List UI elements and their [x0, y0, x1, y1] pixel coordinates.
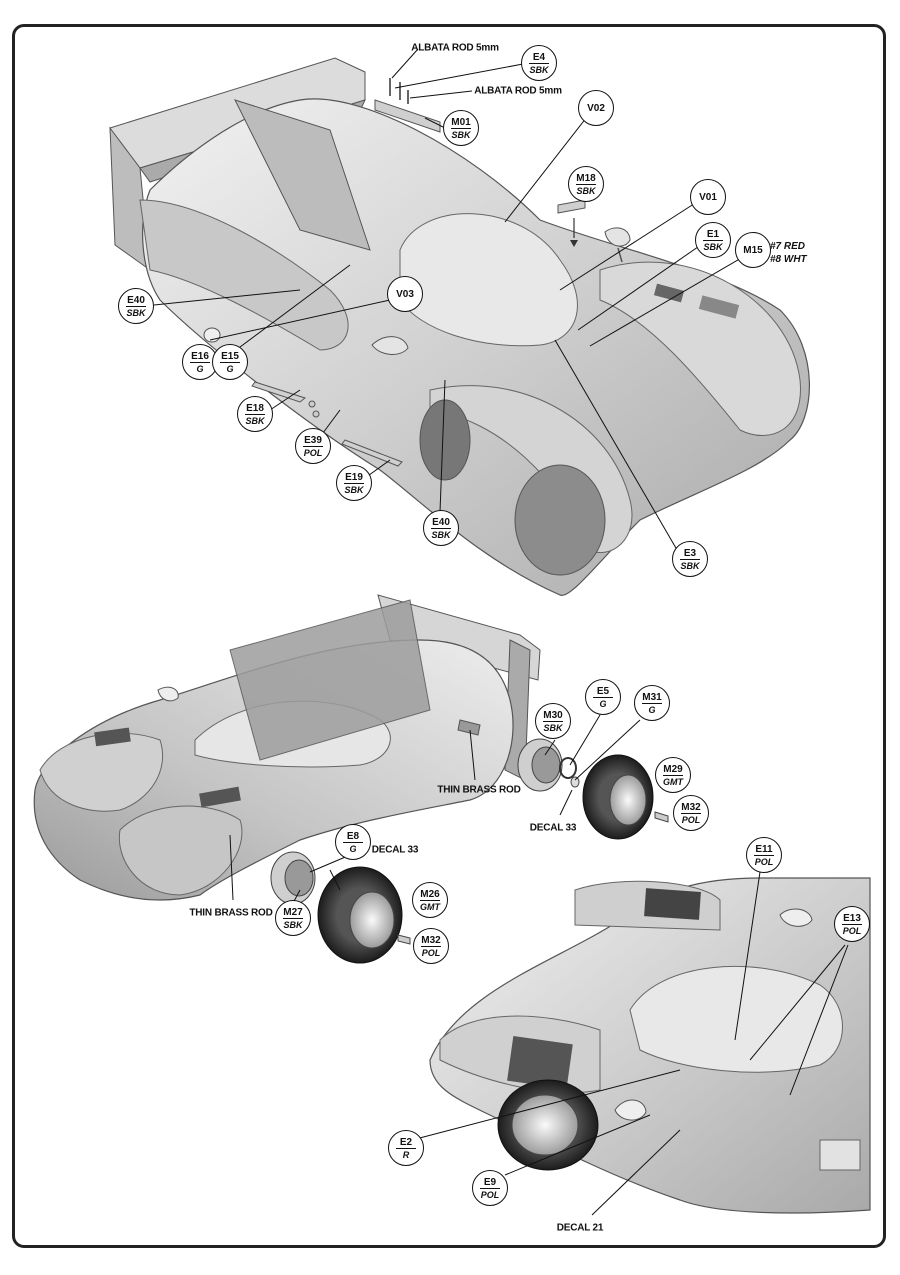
- leader-lines-middle: [229, 714, 641, 906]
- part-code: M32: [421, 934, 441, 946]
- part-code: E40: [127, 294, 145, 306]
- material-code: SBK: [431, 527, 451, 540]
- part-code: M29: [663, 763, 683, 775]
- part-code: M32: [681, 801, 701, 813]
- material-code: G: [642, 702, 662, 715]
- thin-brass-rod-label-1: THIN BRASS ROD: [437, 784, 521, 796]
- part-code: V02: [587, 102, 605, 114]
- detail-close-up: [429, 877, 871, 1214]
- decal-33-label-a: DECAL 33: [529, 822, 577, 834]
- part-code: M27: [283, 906, 303, 918]
- material-code: GMT: [420, 899, 440, 912]
- part-code: E11: [755, 843, 773, 855]
- decal-21-label: DECAL 21: [556, 1222, 604, 1234]
- chassis-side-view: [33, 594, 541, 901]
- material-code: G: [220, 361, 240, 374]
- part-code: E16: [191, 350, 209, 362]
- part-code: M15: [743, 244, 763, 256]
- material-code: SBK: [344, 482, 364, 495]
- material-code: R: [396, 1147, 416, 1160]
- part-callout-v03: V03: [387, 276, 423, 312]
- part-code: E4: [532, 51, 546, 63]
- part-code: E9: [483, 1176, 497, 1188]
- part-code: E39: [304, 434, 322, 446]
- material-code: SBK: [126, 305, 146, 318]
- part-code: E18: [246, 402, 264, 414]
- material-code: SBK: [245, 413, 265, 426]
- part-callout-m15: M15: [735, 232, 771, 268]
- m15-note-white: #8 WHT: [770, 254, 807, 265]
- part-code: E5: [596, 685, 610, 697]
- part-code: E2: [399, 1136, 413, 1148]
- part-code: M01: [451, 116, 471, 128]
- material-code: SBK: [543, 720, 563, 733]
- leader-lines-top: [153, 48, 756, 556]
- upper-body-top-view: [109, 57, 810, 596]
- material-code: SBK: [283, 917, 303, 930]
- part-code: E8: [346, 830, 360, 842]
- albata-rod-label-2: ALBATA ROD 5mm: [474, 85, 562, 97]
- part-code: M18: [576, 172, 596, 184]
- material-code: SBK: [576, 183, 596, 196]
- material-code: POL: [480, 1187, 500, 1200]
- material-code: SBK: [680, 558, 700, 571]
- part-code: E13: [843, 912, 861, 924]
- material-code: G: [190, 361, 210, 374]
- part-callout-v01: V01: [690, 179, 726, 215]
- thin-brass-rod-label-2: THIN BRASS ROD: [189, 907, 273, 919]
- part-code: E15: [221, 350, 239, 362]
- material-code: GMT: [663, 774, 683, 787]
- material-code: G: [343, 841, 363, 854]
- material-code: SBK: [529, 62, 549, 75]
- material-code: POL: [681, 812, 701, 825]
- part-code: V01: [699, 191, 717, 203]
- m15-note-red: #7 RED: [770, 241, 806, 252]
- part-callout-v02: V02: [578, 90, 614, 126]
- part-code: E40: [432, 516, 450, 528]
- material-code: SBK: [703, 239, 723, 252]
- material-code: POL: [303, 445, 323, 458]
- rear-wheel-assembly: [517, 738, 669, 840]
- part-code: M31: [642, 691, 662, 703]
- part-code: E1: [706, 228, 720, 240]
- albata-rod-label-1: ALBATA ROD 5mm: [411, 42, 499, 54]
- part-code: E3: [683, 547, 697, 559]
- part-code: M26: [420, 888, 440, 900]
- decal-33-label-b: DECAL 33: [371, 844, 419, 856]
- material-code: POL: [754, 854, 774, 867]
- part-code: V03: [396, 288, 414, 300]
- material-code: POL: [842, 923, 862, 936]
- material-code: SBK: [451, 127, 471, 140]
- part-code: E19: [345, 471, 363, 483]
- material-code: G: [593, 696, 613, 709]
- part-code: M30: [543, 709, 563, 721]
- leader-lines-bottom: [411, 871, 849, 1216]
- material-code: POL: [421, 945, 441, 958]
